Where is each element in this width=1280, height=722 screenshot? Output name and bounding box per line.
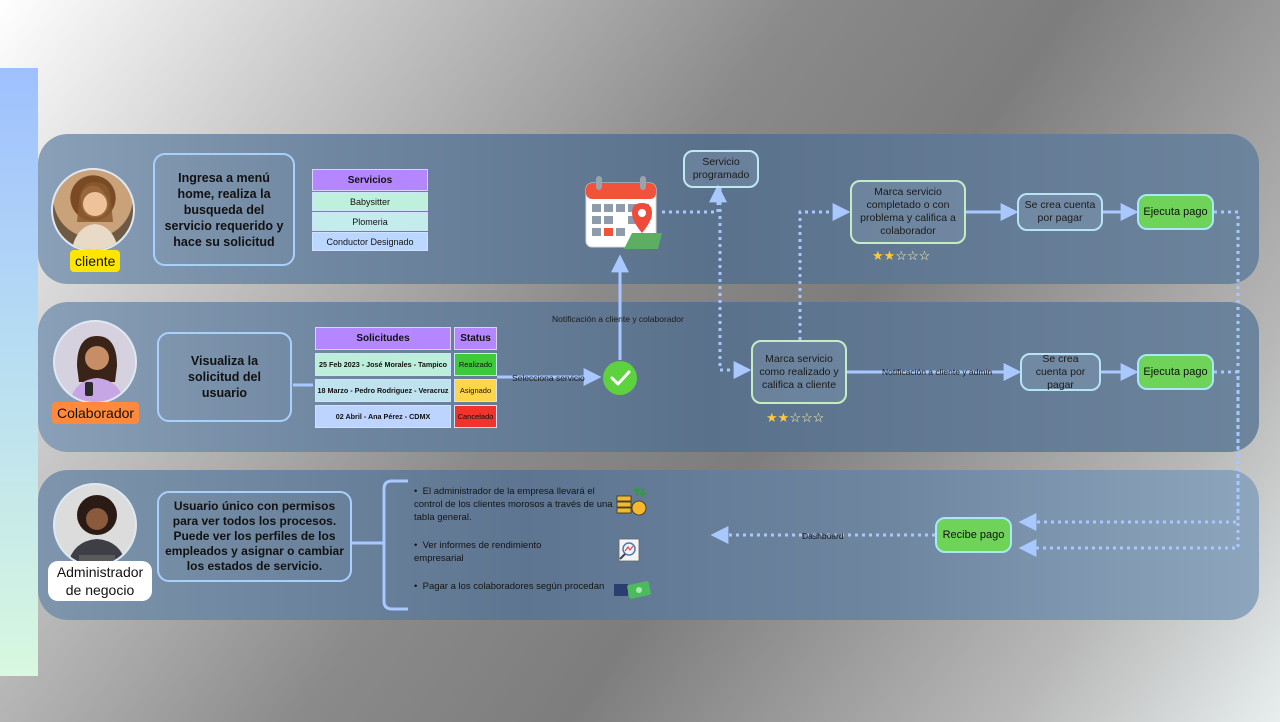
cuenta-por-pagar-node-1: Se crea cuenta por pagar — [1017, 193, 1103, 231]
status-badge: Realizado — [454, 353, 497, 376]
request-row[interactable]: 02 Abril - Ana Pérez - CDMX — [315, 405, 451, 428]
admin-role-line1: Administrador — [56, 564, 144, 580]
star-empty-icon: ☆ — [800, 410, 813, 425]
status-badge: Asignado — [454, 379, 497, 402]
servicio-programado-node: Servicio programado — [683, 150, 759, 188]
colaborador-role-tag: Colaborador — [52, 402, 140, 424]
admin-role-tag: Administrador de negocio — [48, 561, 152, 601]
ejecuta-pago-button-2[interactable]: Ejecuta pago — [1137, 354, 1214, 390]
lane-colaborador — [38, 302, 1259, 452]
star-filled-icon: ★ — [883, 248, 896, 263]
selecciona-servicio-label: Selecciona servicio — [512, 373, 585, 383]
admin-description: Usuario único con permisos para ver todo… — [157, 491, 352, 582]
admin-role-line2: de negocio — [65, 582, 135, 598]
coins-icon — [615, 486, 647, 518]
dashboard-label: Dashboard — [802, 531, 844, 541]
star-filled-icon: ★ — [766, 410, 778, 425]
services-header: Servicios — [312, 169, 428, 191]
star-filled-icon: ★ — [872, 248, 884, 263]
cliente-description: Ingresa a menú home, realiza la busqueda… — [153, 153, 295, 266]
star-empty-icon: ☆ — [906, 248, 919, 263]
requests-table: Solicitudes Status 25 Feb 2023 - José Mo… — [315, 327, 497, 428]
star-empty-icon: ☆ — [812, 410, 825, 425]
admin-avatar — [53, 483, 137, 567]
star-filled-icon: ★ — [777, 410, 790, 425]
star-empty-icon: ☆ — [918, 248, 931, 263]
bullet-dot: • — [414, 486, 423, 497]
cash-icon — [612, 580, 654, 602]
cliente-photo-icon — [71, 182, 119, 250]
service-item[interactable]: Babysitter — [312, 192, 428, 211]
bullet-dot: • — [414, 581, 423, 592]
services-table: Servicios Babysitter Plomeria Conductor … — [312, 169, 428, 251]
admin-bullet-1: • El administrador de la empresa llevará… — [414, 485, 614, 524]
cliente-role-tag: cliente — [70, 250, 121, 272]
notificacion-cliente-admin-label: Notificación a cliente y admin — [882, 367, 993, 377]
star-empty-icon: ☆ — [789, 410, 801, 425]
cliente-rating-stars: ★★☆☆☆ — [766, 411, 824, 424]
recibe-pago-button[interactable]: Recibe pago — [935, 517, 1012, 553]
star-empty-icon: ☆ — [895, 248, 907, 263]
colaborador-avatar — [53, 320, 137, 404]
report-icon — [616, 537, 642, 563]
colaborador-photo-icon — [69, 336, 125, 402]
bullet-dot: • — [414, 540, 423, 551]
service-item[interactable]: Conductor Designado — [312, 232, 428, 251]
request-row[interactable]: 18 Marzo - Pedro Rodriguez - Veracruz — [315, 379, 451, 402]
ejecuta-pago-button-1[interactable]: Ejecuta pago — [1137, 194, 1214, 230]
admin-bullet-2: • Ver informes de rendimiento empresaria… — [414, 539, 564, 565]
side-gradient-strip — [0, 68, 38, 676]
colaborador-description: Visualiza la solicitud del usuario — [157, 332, 292, 422]
service-item[interactable]: Plomeria — [312, 212, 428, 231]
request-row[interactable]: 25 Feb 2023 - José Morales - Tampico — [315, 353, 451, 376]
cuenta-por-pagar-node-2: Se crea cuenta por pagar — [1020, 353, 1101, 391]
marca-realizado-node: Marca servicio como realizado y califica… — [751, 340, 847, 404]
notificacion-cliente-colaborador-label: Notificación a cliente y colaborador — [552, 314, 684, 324]
cliente-avatar — [51, 168, 135, 252]
admin-bullet-3: • Pagar a los colaboradores según proced… — [414, 580, 624, 593]
calendar-icon — [584, 173, 662, 251]
requests-header: Solicitudes — [315, 327, 451, 350]
marca-completado-node: Marca servicio completado o con problema… — [850, 180, 966, 244]
status-badge: Cancelado — [454, 405, 497, 428]
admin-bullet-text: El administrador de la empresa llevará e… — [414, 486, 613, 523]
admin-bullet-text: Pagar a los colaboradores según procedan — [422, 581, 605, 592]
admin-photo-icon — [67, 495, 127, 565]
admin-bullet-text: Ver informes de rendimiento empresarial — [414, 540, 542, 564]
check-circle-icon[interactable] — [602, 360, 638, 396]
status-header: Status — [454, 327, 497, 350]
colaborador-rating-stars: ★★☆☆☆ — [872, 249, 930, 262]
